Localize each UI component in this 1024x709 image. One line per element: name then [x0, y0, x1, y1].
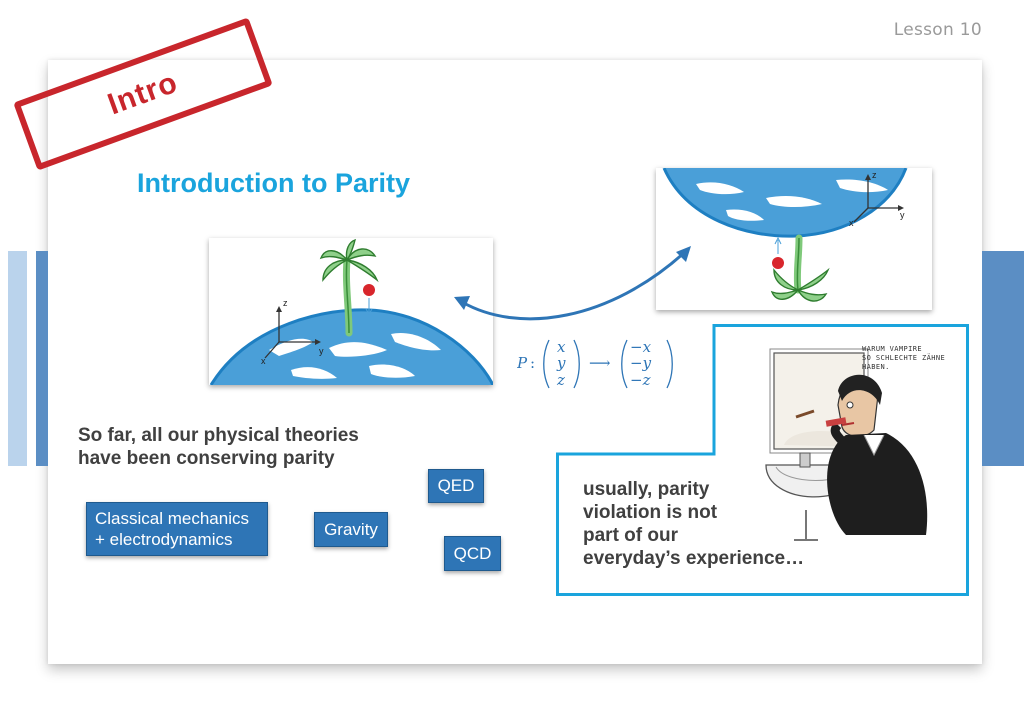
callout-text: usually, parity violation is not part of… [583, 478, 804, 570]
parity-arrow: ⟶ [589, 354, 611, 372]
axis-x-label-inverted: x [849, 218, 854, 228]
parity-formula: P : x y z ⟶ −x −y −z [516, 336, 697, 390]
axis-y-label-inverted: y [900, 210, 905, 220]
parity-statement-line1: So far, all our physical theories [78, 425, 359, 446]
callout-line1: usually, parity [583, 479, 710, 500]
left-accent-bar-light [8, 251, 27, 466]
vector-out-x: −x [630, 338, 652, 356]
parity-statement: So far, all our physical theories have b… [78, 424, 359, 470]
right-accent-bar [982, 251, 1024, 466]
parity-colon: : [530, 354, 535, 372]
earth-palm-picture: z x y [209, 238, 493, 385]
callout-line3: part of our [583, 525, 678, 546]
vampire-cartoon [765, 348, 928, 541]
axis-y-label: y [319, 346, 324, 356]
callout-line4: everyday’s experience… [583, 548, 805, 569]
callout-line2: violation is not [583, 502, 718, 523]
parity-operator: P [517, 354, 528, 372]
parity-double-arrow [454, 246, 691, 321]
qcd-box: QCD [444, 536, 501, 571]
vector-in-x: x [557, 338, 566, 356]
earth-inverted-picture: z x y [656, 168, 932, 310]
qed-box: QED [428, 469, 484, 503]
vector-out-z: −z [630, 371, 651, 389]
earth-inverted-illustration [662, 168, 908, 302]
classical-line2: + electrodynamics [95, 530, 233, 549]
lesson-number: Lesson 10 [893, 20, 982, 40]
cartoon-caption-line1: WARUM VAMPIRE [862, 345, 922, 353]
vector-in-y: y [556, 354, 566, 372]
axis-z-label-inverted: z [872, 170, 877, 180]
vector-out-y: −y [630, 354, 652, 372]
axis-z-label: z [283, 298, 288, 308]
cartoon-caption: WARUM VAMPIRE SO SCHLECHTE ZÄHNE HABEN. [862, 345, 962, 372]
parity-matrix: P : x y z ⟶ −x −y −z [516, 338, 673, 389]
earth-palm-illustration [209, 238, 493, 385]
gravity-box: Gravity [314, 512, 388, 547]
parity-statement-line2: have been conserving parity [78, 448, 335, 469]
classical-line1: Classical mechanics [95, 509, 249, 528]
intro-stamp-label: Intro [103, 65, 183, 122]
cartoon-caption-line3: HABEN. [862, 363, 890, 371]
classical-mechanics-box: Classical mechanics + electrodynamics [86, 502, 268, 556]
vector-in-z: z [556, 371, 565, 389]
cartoon-caption-line2: SO SCHLECHTE ZÄHNE [862, 354, 946, 362]
slide-title: Introduction to Parity [137, 168, 410, 198]
axis-x-label: x [261, 356, 266, 366]
left-accent-bar-dark [36, 251, 48, 466]
